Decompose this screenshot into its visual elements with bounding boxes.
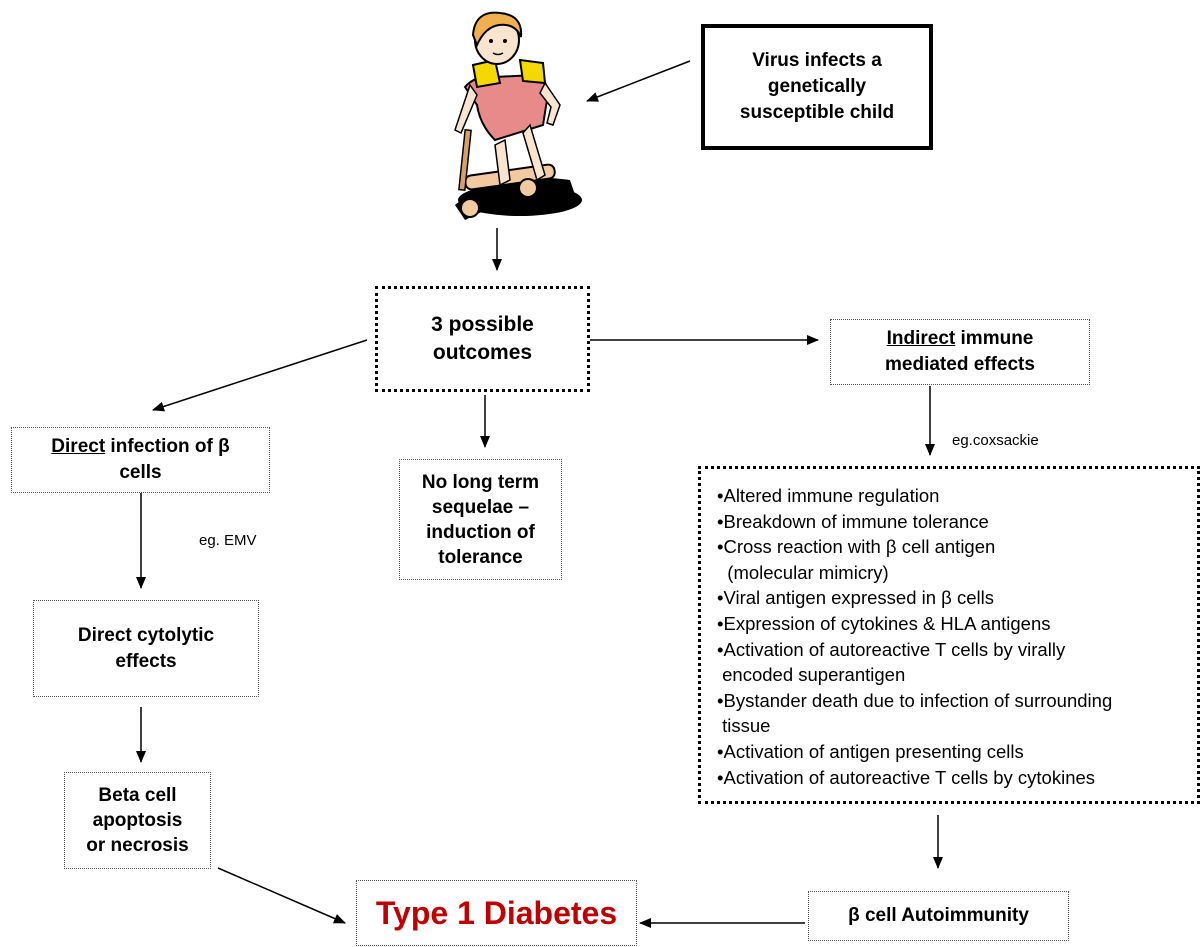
mechanism-item: •Bystander death due to infection of sur… xyxy=(717,689,1113,711)
no-sequelae-box: No long term sequelae – induction of tol… xyxy=(399,459,562,580)
cytolytic-line-1: Direct cytolytic xyxy=(77,624,215,646)
apoptosis-line-1: Beta cell xyxy=(98,785,177,806)
apoptosis-box: Beta cell apoptosis or necrosis xyxy=(64,772,211,869)
indirect-line-1: Indirect immune xyxy=(887,326,1034,352)
indirect-effects-box: Indirect immune mediated effects xyxy=(830,319,1090,385)
autoimmunity-text: β cell Autoimmunity xyxy=(848,905,1029,926)
cytolytic-effects-box: Direct cytolytic effects xyxy=(33,600,259,697)
sequelae-line-3: induction of xyxy=(426,521,535,543)
indirect-line-2: mediated effects xyxy=(885,354,1035,375)
arrow-outcomes-to-direct xyxy=(152,339,368,412)
sequelae-line-4: tolerance xyxy=(438,546,523,568)
direct-rest: infection of β xyxy=(105,436,230,457)
cytolytic-line-2: effects xyxy=(115,650,177,672)
mechanism-item: encoded superantigen xyxy=(717,664,906,686)
indirect-rest: immune xyxy=(955,328,1034,349)
possible-outcomes-box: 3 possible outcomes xyxy=(375,286,590,392)
diabetes-text: Type 1 Diabetes xyxy=(375,895,618,931)
child-on-scooter-icon xyxy=(454,11,582,220)
direct-line-2: cells xyxy=(119,462,162,483)
mechanism-item: •Activation of autoreactive T cells by c… xyxy=(717,766,1096,788)
eg-emv-label: eg. EMV xyxy=(199,532,257,549)
autoimmunity-box: β cell Autoimmunity xyxy=(808,891,1069,941)
virus-infects-box: Virus infects a genetically susceptible … xyxy=(701,24,933,150)
type1-diabetes-box: Type 1 Diabetes xyxy=(356,880,637,946)
indirect-underlined: Indirect xyxy=(886,328,956,349)
virus-line-2: genetically xyxy=(767,76,867,97)
direct-infection-box: Direct infection of β cells xyxy=(11,427,270,493)
mechanism-item: •Expression of cytokines & HLA antigens xyxy=(717,612,1051,634)
direct-underlined: Direct xyxy=(51,436,106,457)
mechanism-item: •Activation of antigen presenting cells xyxy=(717,740,1024,762)
mechanism-item: tissue xyxy=(717,715,771,737)
mechanism-item: •Activation of autoreactive T cells by v… xyxy=(717,638,1066,660)
direct-line-1: Direct infection of β xyxy=(51,434,229,460)
arrow-virus-to-child xyxy=(586,60,691,102)
mechanism-item: •Viral antigen expressed in β cells xyxy=(717,587,994,609)
arrow-apoptosis-to-diabetes xyxy=(217,867,346,924)
mechanism-item: •Cross reaction with β cell antigen xyxy=(717,536,996,558)
sequelae-line-1: No long term xyxy=(421,471,540,493)
apoptosis-line-2: apoptosis xyxy=(92,810,183,831)
immune-mechanisms-box: •Altered immune regulation •Breakdown of… xyxy=(698,466,1200,804)
outcomes-line-2: outcomes xyxy=(432,341,533,364)
mechanism-item: •Altered immune regulation xyxy=(717,485,940,506)
mechanism-item: (molecular mimicry) xyxy=(717,561,889,583)
virus-line-1: Virus infects a xyxy=(752,50,882,71)
outcomes-line-1: 3 possible xyxy=(431,313,534,336)
apoptosis-line-3: or necrosis xyxy=(86,835,189,856)
mechanism-item: •Breakdown of immune tolerance xyxy=(717,510,989,532)
sequelae-line-2: sequelae – xyxy=(431,496,530,518)
virus-line-3: susceptible child xyxy=(739,102,895,123)
eg-coxsackie-label: eg.coxsackie xyxy=(952,432,1039,449)
